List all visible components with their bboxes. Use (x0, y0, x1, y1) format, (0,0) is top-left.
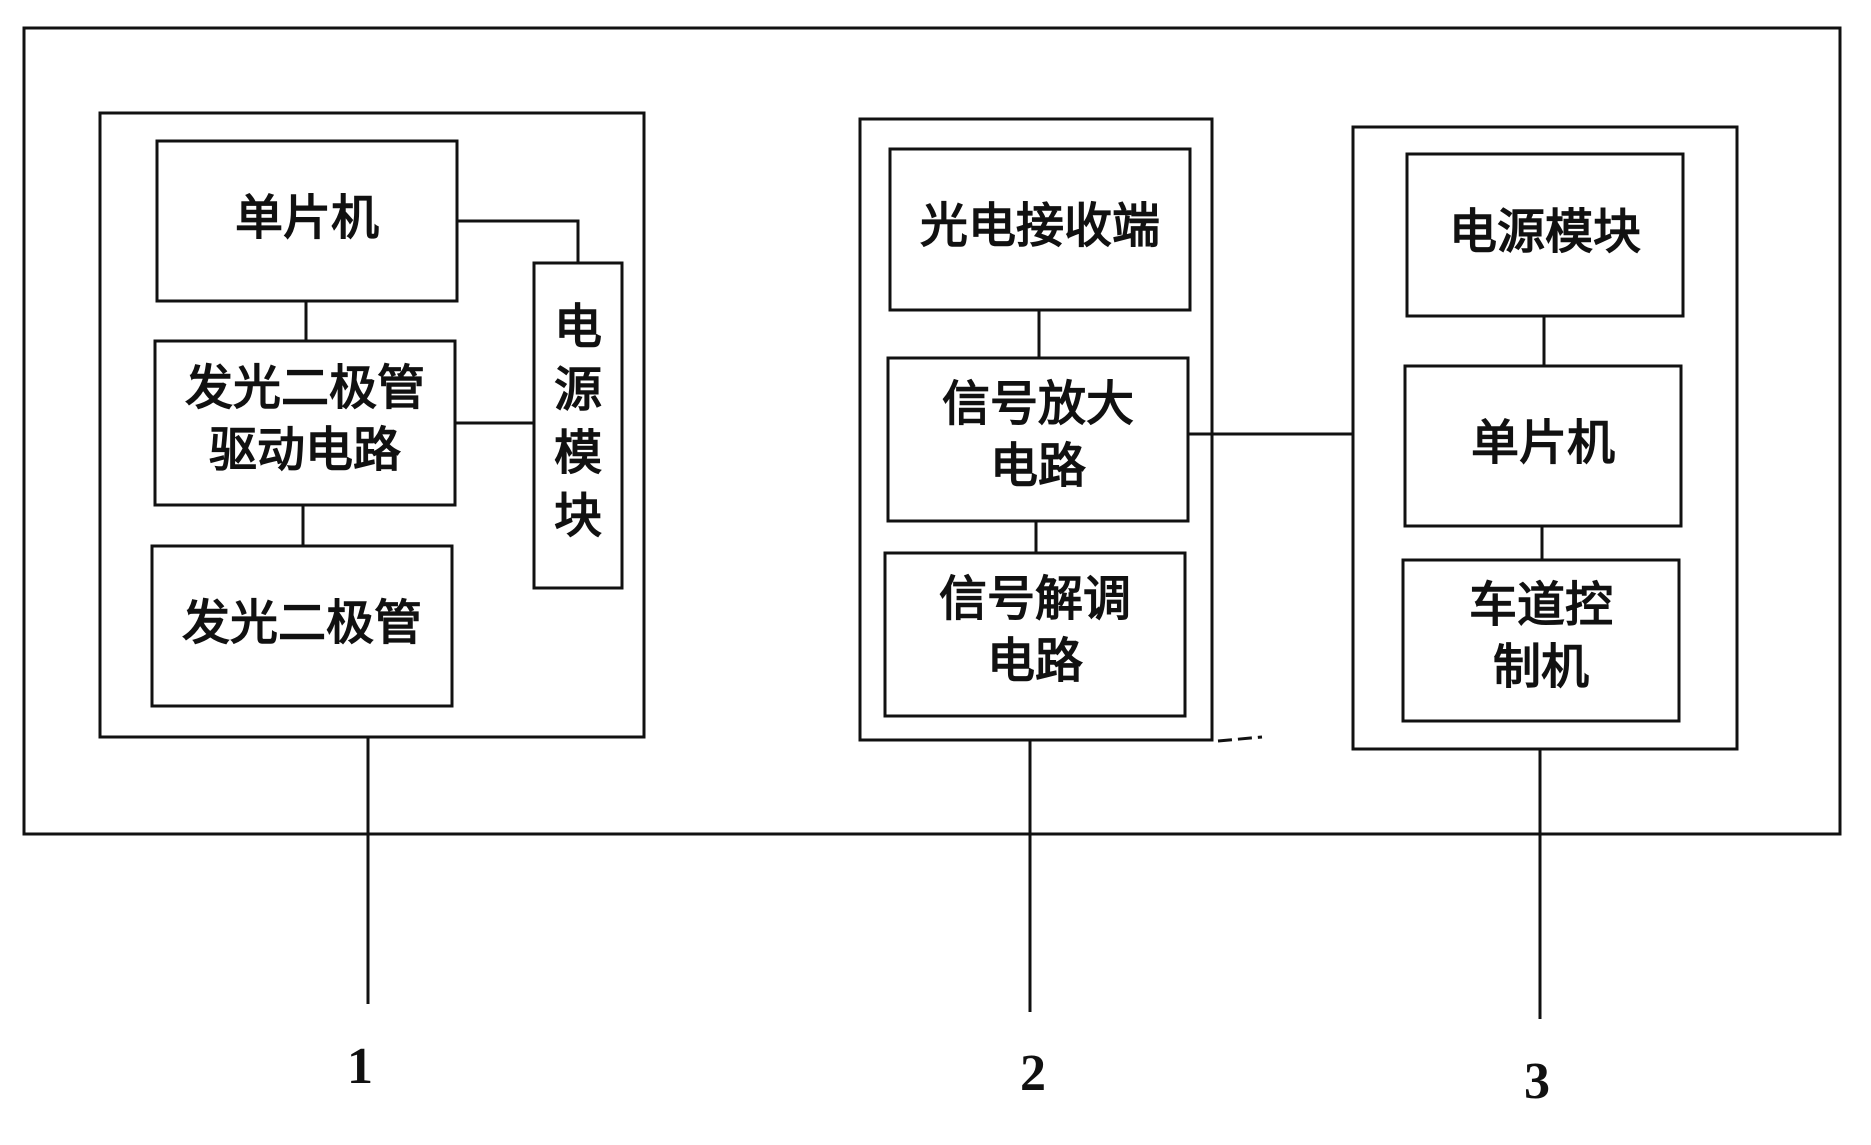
m1-power-char-4: 块 (554, 488, 602, 544)
m1-mcu-label: 单片机 (235, 190, 379, 246)
m2-receiver-label: 光电接收端 (920, 198, 1160, 254)
m3-mcu-label: 单片机 (1471, 415, 1615, 471)
m2-demod-label-line2: 电路 (987, 633, 1084, 689)
m2-demod-label-line1: 信号解调 (939, 571, 1131, 627)
callout-1-label: 1 (347, 1038, 373, 1095)
m1-led-label: 发光二极管 (182, 595, 422, 651)
m2-dash-mark (1218, 737, 1262, 741)
m1-power-char-3: 模 (554, 425, 602, 481)
m3-power-label: 电源模块 (1449, 204, 1641, 260)
m2-amplifier-label-line2: 电路 (990, 438, 1087, 494)
callout-3-label: 3 (1524, 1053, 1550, 1110)
callout-2-label: 2 (1020, 1045, 1046, 1102)
m1-led-driver-label-line2: 驱动电路 (209, 422, 402, 478)
m1-conn-mcu-power (457, 221, 578, 263)
m3-lane-ctrl-label-line1: 车道控 (1469, 577, 1613, 633)
m1-power-char-2: 源 (554, 362, 602, 418)
m3-lane-ctrl-label-line2: 制机 (1493, 639, 1589, 695)
m2-amplifier-label-line1: 信号放大 (942, 376, 1134, 432)
m1-power-char-1: 电 (554, 299, 602, 355)
m1-led-driver-label-line1: 发光二极管 (185, 360, 425, 416)
